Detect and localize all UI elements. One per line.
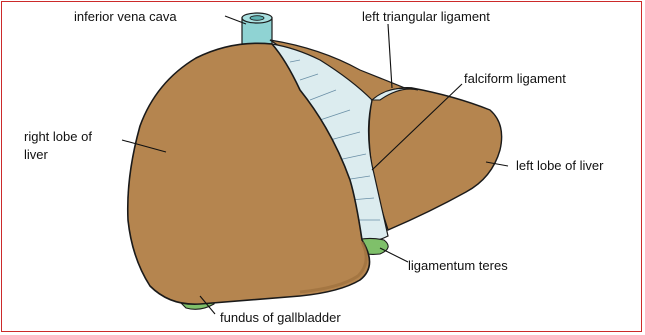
falciform-ligament-label: falciform ligament — [464, 71, 566, 86]
right-lobe-label-line2: liver — [24, 147, 49, 162]
fundus-gallbladder-label: fundus of gallbladder — [220, 310, 341, 325]
left-lobe-label: left lobe of liver — [516, 158, 604, 173]
inferior-vena-cava-shape — [242, 13, 272, 44]
right-lobe-label-line1: right lobe of — [24, 129, 92, 144]
inferior-vena-cava-label: inferior vena cava — [74, 9, 177, 24]
left-triangular-ligament-label: left triangular ligament — [362, 9, 490, 24]
ligamentum-teres-label: ligamentum teres — [408, 258, 508, 273]
